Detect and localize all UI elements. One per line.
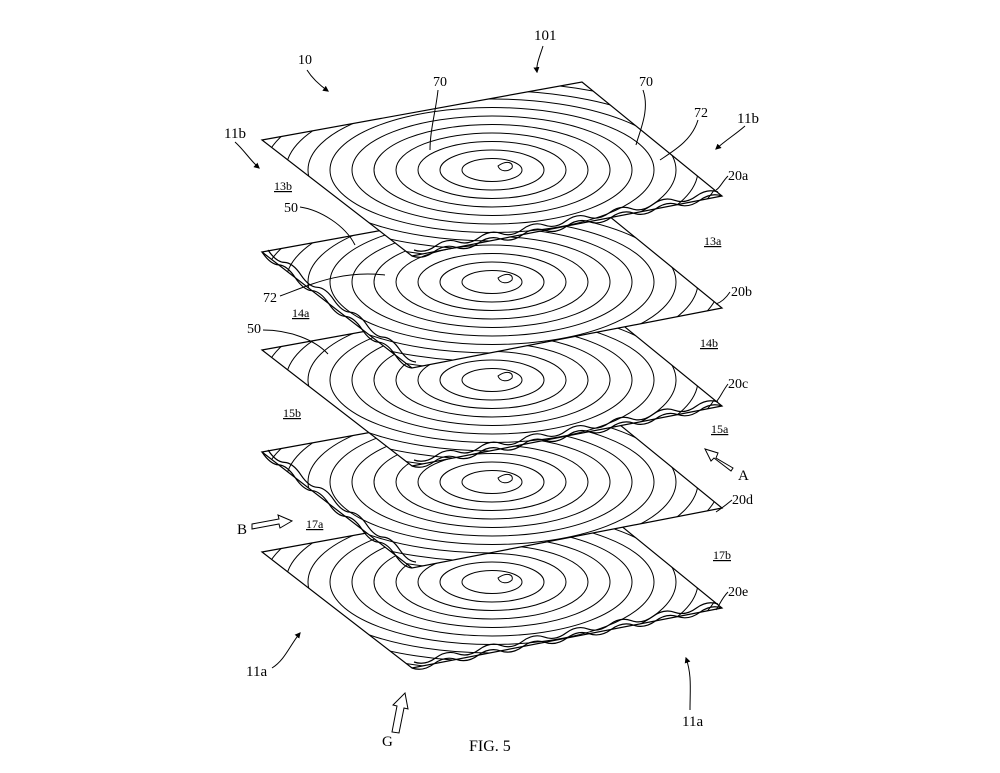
spiral-ring [439, 261, 545, 303]
label-20a: 20a [728, 169, 749, 184]
spiral-ring [439, 359, 545, 401]
label-70-right: 70 [639, 75, 653, 90]
corrugated-edge-inner [267, 249, 417, 363]
label-15b: 15b [283, 406, 301, 420]
label-A: A [738, 468, 749, 484]
spiral-ring [439, 149, 545, 191]
label-70-left: 70 [433, 75, 447, 90]
leader-72-mid [279, 273, 386, 297]
corrugated-edge [261, 451, 413, 569]
label-20c: 20c [728, 377, 748, 392]
spiral-ring [417, 553, 567, 611]
label-20d: 20d [732, 493, 753, 508]
flow-arrow-B [251, 514, 294, 530]
label-14a: 14a [292, 306, 310, 320]
plate-outline [260, 81, 724, 257]
leader-11b-right [715, 125, 746, 150]
label-72-mid: 72 [263, 291, 277, 306]
spiral-ring [417, 253, 567, 311]
leader-101 [533, 45, 544, 74]
label-G: G [382, 734, 393, 750]
spiral-ring [461, 368, 523, 392]
spiral-ring [395, 132, 589, 208]
label-14b: 14b [700, 336, 718, 350]
leader-50-mid [262, 329, 329, 355]
leader-70-left [429, 89, 439, 151]
corrugated-edge [411, 194, 723, 258]
leader-10 [306, 69, 329, 92]
leader-20b [715, 291, 731, 305]
leader-20a [715, 175, 729, 191]
label-11a-left: 11a [246, 664, 267, 680]
leader-20c [715, 383, 729, 403]
corrugated-edge-inner [267, 449, 417, 563]
corrugated-edge-inner [413, 190, 719, 252]
label-101: 101 [534, 28, 557, 44]
label-20b: 20b [731, 285, 752, 300]
leader-20d [715, 499, 733, 513]
leader-11b-left [234, 141, 260, 169]
spiral-ring [373, 124, 611, 216]
spiral-ring [461, 270, 523, 294]
label-50-top: 50 [284, 201, 298, 216]
plates-layer [260, 81, 724, 670]
spiral-ring [439, 561, 545, 603]
corrugated-edge [411, 606, 723, 670]
corrugated-edge-inner [413, 602, 719, 664]
leader-70-right [635, 89, 646, 146]
spiral-ring [417, 453, 567, 511]
label-13b: 13b [274, 179, 292, 193]
reference-labels: 101 10 70 70 72 11b 11b 13b 20a 50 13a 2… [224, 28, 759, 755]
label-72-top: 72 [694, 106, 708, 121]
figure-caption: FIG. 5 [469, 738, 511, 755]
leader-lines [234, 45, 746, 711]
label-17a: 17a [306, 517, 324, 531]
spiral-ring [351, 115, 633, 225]
label-20e: 20e [728, 585, 748, 600]
flow-arrow-A [704, 448, 734, 472]
spiral-ring [461, 570, 523, 594]
spiral-ring [439, 461, 545, 503]
leader-20e [715, 591, 729, 611]
label-B: B [237, 522, 247, 538]
label-15a: 15a [711, 422, 729, 436]
spiral-ring [461, 158, 523, 182]
leader-72-top [659, 119, 699, 161]
corrugated-edge [411, 404, 723, 468]
flow-arrow-G [391, 691, 409, 734]
label-17b: 17b [713, 548, 731, 562]
spiral-ring [417, 141, 567, 199]
leader-50-top [299, 206, 356, 246]
label-11a-right: 11a [682, 714, 703, 730]
leader-11a-right [684, 656, 691, 711]
corrugated-edge-inner [413, 400, 719, 462]
flow-arrows [251, 448, 734, 734]
label-50-mid: 50 [247, 322, 261, 337]
spiral-ring [395, 244, 589, 320]
label-11b-left: 11b [224, 126, 246, 142]
spiral-ring [461, 470, 523, 494]
label-13a: 13a [704, 234, 722, 248]
label-11b-right: 11b [737, 111, 759, 127]
corrugated-edge [261, 251, 413, 369]
label-10: 10 [298, 53, 312, 68]
leader-11a-left [271, 632, 301, 669]
